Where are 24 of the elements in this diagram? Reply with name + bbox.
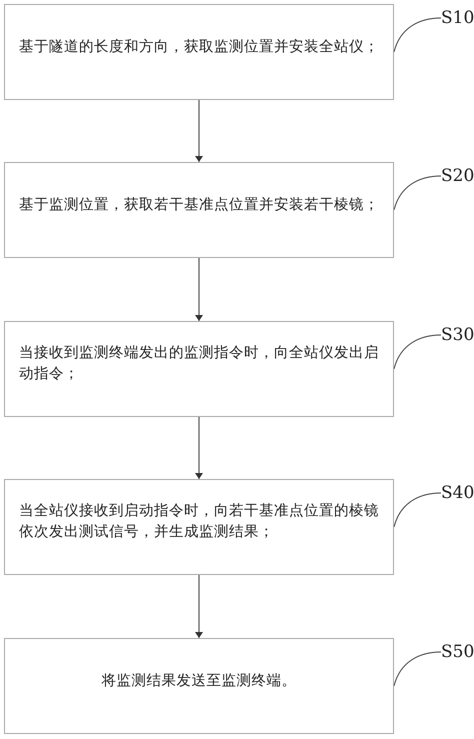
step-number: S10 [441,8,474,28]
arrow [195,416,203,480]
step-text: 将监测结果发送至监测终端。 [102,672,296,690]
arrow [195,574,203,638]
step-number: S40 [441,483,474,503]
leader-line [394,176,442,210]
process-box [4,479,394,575]
leader-line [394,652,442,686]
step-text: 基于隧道的长度和方向，获取监测位置并安装全站仪； [19,38,379,56]
leader-line [394,18,442,52]
step-text: 当全站仪接收到启动指令时，向若干基准点位置的棱镜依次发出测试信号，并生成监测结果； [19,502,379,542]
step-text: 基于监测位置，获取若干基准点位置并安装若干棱镜； [19,196,379,214]
step-number: S20 [441,166,474,186]
leader-line [394,492,442,528]
leader-line [394,334,442,370]
arrow [195,258,203,322]
process-box [4,162,394,258]
process-box [4,321,394,417]
arrow [195,100,203,162]
step-number: S50 [441,642,474,662]
process-box [4,638,394,734]
step-number: S30 [441,325,474,345]
step-text: 当接收到监测终端发出的监测指令时，向全站仪发出启动指令； [19,344,379,384]
process-box [4,4,394,100]
